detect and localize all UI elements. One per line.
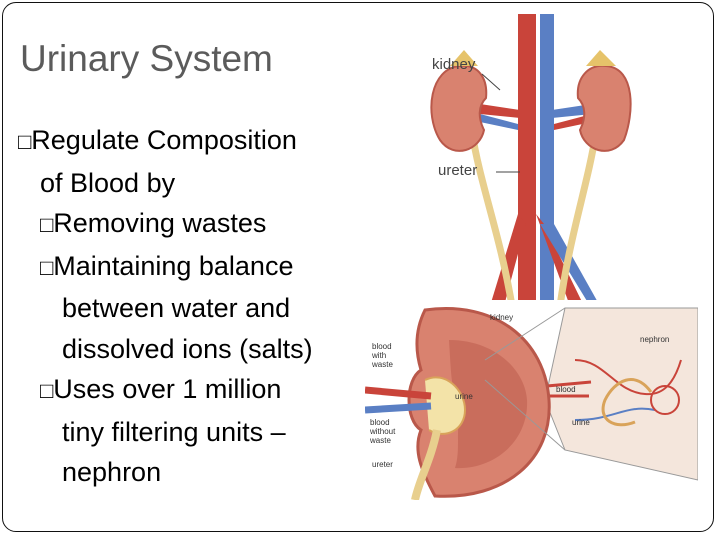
label-blood-with-waste: blood with waste — [372, 342, 393, 369]
bullet-icon: □ — [40, 378, 54, 403]
sub-bullet-continuation: tiny filtering units – — [62, 416, 286, 447]
sub-bullet-removing-wastes: □Removing wastes — [40, 208, 267, 238]
bullet-item-regulate: □Regulate Composition — [18, 125, 297, 155]
sub-bullet-continuation: between water and — [62, 293, 291, 323]
label-blood-nephron: blood — [556, 385, 576, 394]
label-urine-section: urine — [455, 392, 473, 401]
label-kidney: kidney — [432, 56, 476, 73]
sub-bullet-nephron: □Uses over 1 million — [40, 374, 282, 404]
sub-bullet-maintaining-balance: □Maintaining balance — [40, 250, 294, 281]
label-ureter-section: ureter — [372, 460, 393, 469]
bullet-list: □Regulate Composition of Blood by □Remov… — [18, 120, 378, 493]
bullet-continuation: of Blood by — [40, 167, 176, 198]
slide-frame — [2, 2, 714, 532]
label-urine-nephron: urine — [572, 418, 590, 427]
label-kidney-section: kidney — [490, 313, 514, 322]
label-nephron: nephron — [640, 335, 670, 344]
label-ureter: ureter — [438, 162, 478, 179]
kidney-cross-section-illustration — [365, 300, 698, 500]
bullet-icon: □ — [40, 254, 54, 280]
sub-bullet-continuation: nephron — [62, 457, 162, 487]
label-blood-without-waste: blood without waste — [370, 418, 396, 445]
bullet-icon: □ — [18, 129, 32, 154]
slide-title: Urinary System — [20, 38, 273, 79]
sub-bullet-continuation: dissolved ions (salts) — [62, 333, 313, 364]
kidney-overview-illustration — [420, 14, 636, 306]
bullet-icon: □ — [40, 212, 54, 237]
